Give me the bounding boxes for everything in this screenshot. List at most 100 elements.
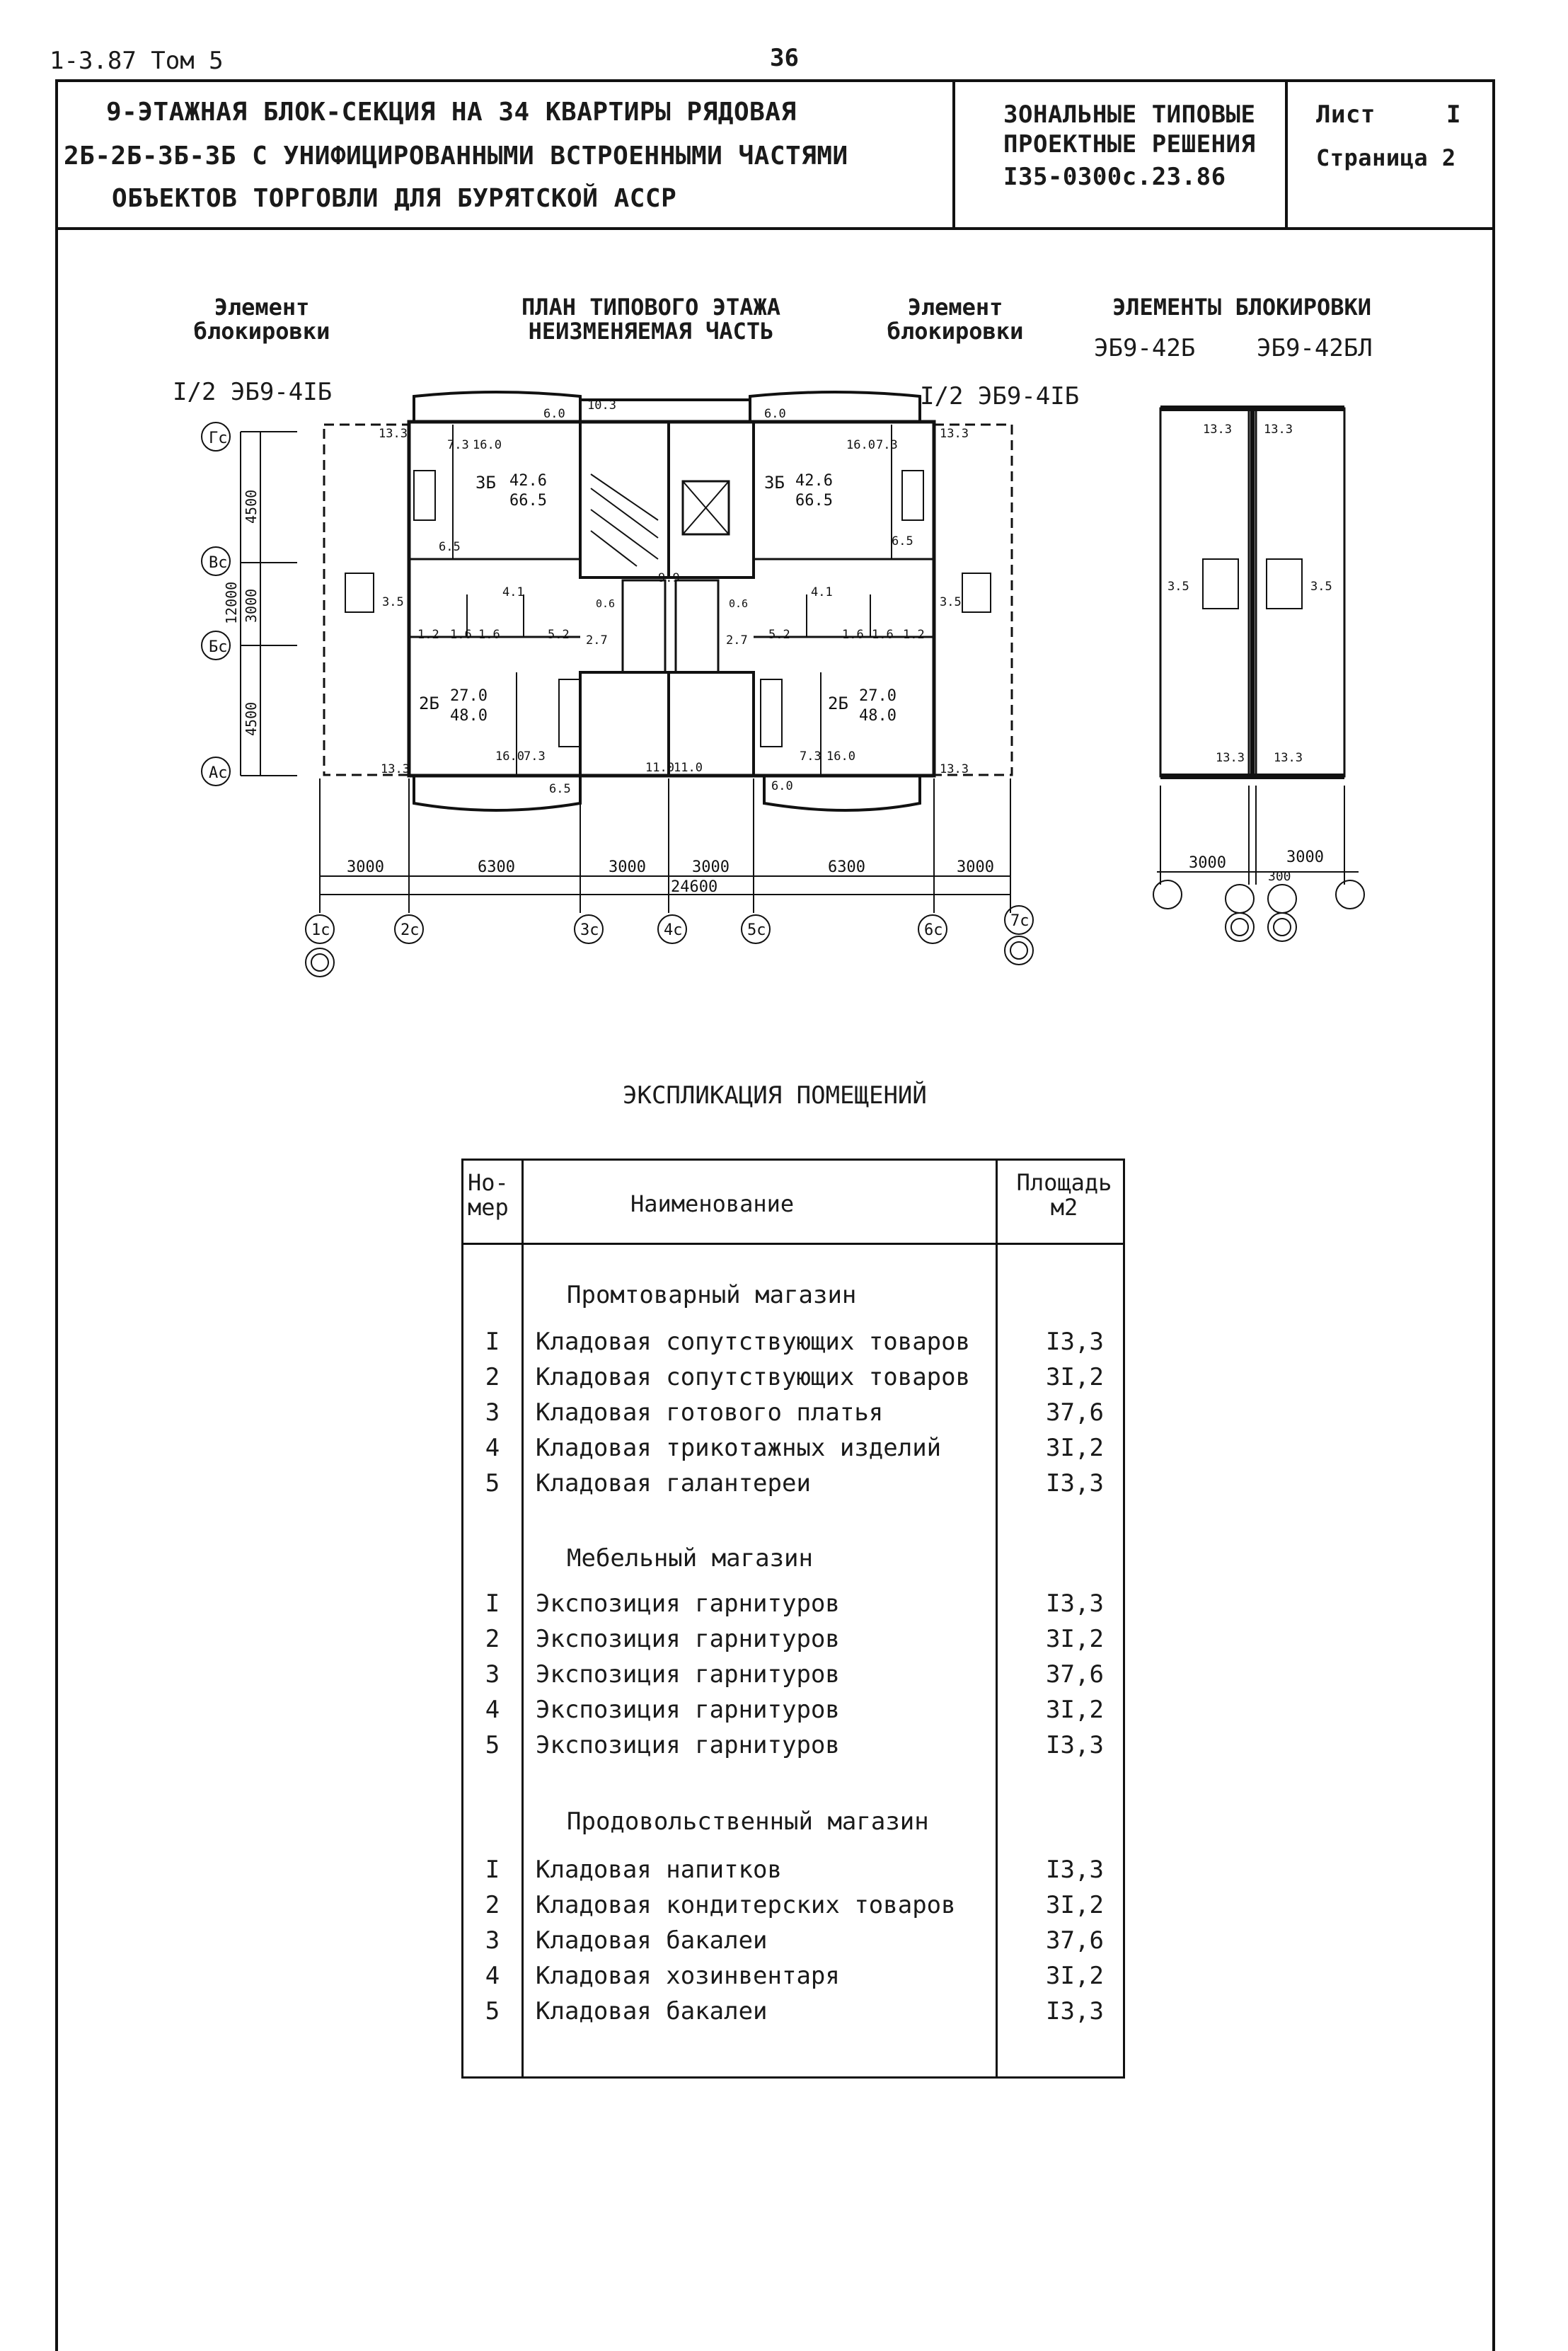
table-cell: I3,3 [1046, 1590, 1104, 1618]
right-blocking-outline [933, 423, 1013, 776]
area-label: 1.6 [478, 628, 500, 642]
area-label: 13.3 [940, 427, 969, 441]
area-label: 13.3 [381, 762, 410, 776]
table-cell: Кладовая кондитерских товаров [536, 1891, 956, 1919]
title-line-3: ОБЪЕКТОВ ТОРГОВЛИ ДЛЯ БУРЯТСКОЙ АССР [112, 184, 677, 213]
axis-row-bubble-4 [201, 757, 231, 786]
floor-plan: Гс Вс Бс Ас 1с 2с 3с 4с 5с 6с 7с 4500 30… [201, 391, 1365, 977]
table-cell: Кладовая сопутствующих товаров [536, 1328, 971, 1356]
area-label: 16.0 [846, 438, 875, 452]
table-cell: I3,3 [1046, 1328, 1104, 1356]
axis-col-2: 2с [400, 921, 420, 939]
area-label: 9.9 [658, 571, 680, 585]
plan-line [345, 573, 374, 613]
plan-line [311, 953, 329, 972]
plan-line [1010, 941, 1028, 960]
area-label: 13.3 [1216, 751, 1245, 765]
area-label: 3.5 [1310, 580, 1332, 594]
plan-line [558, 679, 581, 747]
title-line-1: 9-ЭТАЖНАЯ БЛОК-СЕКЦИЯ НА 34 КВАРТИРЫ РЯД… [106, 98, 797, 127]
area-label: 11.0 [674, 761, 703, 775]
col-separator-number [521, 1161, 524, 2076]
area-label: 7.3 [876, 438, 898, 452]
table-cell: Экспозиция гарнитуров [536, 1696, 840, 1724]
apt-bottom-right-type: 2Б [828, 694, 848, 713]
axis-row-bubble-1 [201, 422, 231, 452]
table-cell: I3,3 [1046, 1997, 1104, 2025]
left-element-label: Элемент блокировки [193, 294, 330, 345]
plan-line [305, 948, 335, 977]
blocking-dim-2: 3000 [1286, 849, 1324, 866]
axis-col-7: 7с [1010, 912, 1030, 930]
table-cell: I [485, 1856, 500, 1884]
vdim-3: 4500 [243, 702, 260, 736]
table-cell: 3I,2 [1046, 1625, 1104, 1653]
table-cell: 3I,2 [1046, 1962, 1104, 1990]
table-cell: Кладовая готового платья [536, 1398, 884, 1427]
area-label: 7.3 [447, 438, 469, 452]
table-row: 2 Экспозиция гарнитуров 3I,2 [463, 1625, 1123, 1660]
table-cell: 37,6 [1046, 1660, 1104, 1689]
table-cell: 3 [485, 1660, 500, 1689]
bottom-balcony-left [413, 776, 582, 812]
axis-col-bubble-4 [657, 914, 687, 944]
axis-col-6: 6с [924, 921, 943, 939]
axis-row-1: Гс [209, 430, 228, 447]
area-label: 3.5 [1168, 580, 1189, 594]
plan-line [1225, 884, 1255, 914]
plan-line [1266, 558, 1303, 609]
table-cell: Кладовая бакалеи [536, 1997, 768, 2025]
area-label: 5.2 [548, 628, 570, 642]
left-element-code: I/2 ЭБ9-4IБ [173, 378, 333, 406]
plan-line [1273, 918, 1291, 936]
group-title: Промтоварный магазин [567, 1281, 857, 1309]
table-cell: 37,6 [1046, 1398, 1104, 1427]
hdim-3: 3000 [609, 858, 646, 876]
blocking-left-code: ЭБ9-42Б [1094, 334, 1196, 362]
plan-line [1267, 884, 1297, 914]
header-separator [463, 1243, 1123, 1245]
table-cell: I3,3 [1046, 1856, 1104, 1884]
axis-col-5: 5с [747, 921, 766, 939]
plan-title: ПЛАН ТИПОВОГО ЭТАЖА НЕИЗМЕНЯЕМАЯ ЧАСТЬ [521, 294, 781, 345]
area-label: 13.3 [379, 427, 408, 441]
title-line-2: 2Б-2Б-3Б-3Б С УНИФИЦИРОВАННЫМИ ВСТРОЕННЫ… [64, 142, 848, 171]
axis-row-bubble-2 [201, 546, 231, 576]
plan-line [1153, 880, 1182, 909]
table-cell: Экспозиция гарнитуров [536, 1625, 840, 1653]
group-title: Продовольственный магазин [567, 1807, 929, 1836]
table-cell: 3 [485, 1398, 500, 1427]
area-label: 10.3 [587, 398, 616, 413]
table-cell: 3I,2 [1046, 1696, 1104, 1724]
page-label: Страница 2 [1316, 144, 1456, 171]
plan-line [201, 391, 1365, 977]
table-cell: I [485, 1590, 500, 1618]
area-label: 2.7 [726, 633, 748, 648]
hdim-2: 6300 [478, 858, 515, 876]
elevator-right [674, 579, 720, 674]
hdim-6: 3000 [957, 858, 994, 876]
lift-shaft [681, 480, 730, 536]
code-line-3: I35-0300с.23.86 [1003, 163, 1226, 191]
area-label: 3.5 [382, 595, 404, 609]
area-label: 5.2 [768, 628, 790, 642]
sheet-cell: Лист I Страница 2 [1285, 79, 1495, 227]
plan-line [1004, 936, 1034, 965]
table-cell: 4 [485, 1962, 500, 1990]
sheet-value: I [1446, 100, 1461, 129]
area-label: 13.3 [1203, 423, 1232, 437]
right-element-code: I/2 ЭБ9-4IБ [920, 382, 1080, 410]
blocking-right-code: ЭБ9-42БЛ [1257, 334, 1373, 362]
explication-table: Но- мер Наименование Площадь м2 Промтова… [461, 1159, 1125, 2079]
area-label: 16.0 [495, 749, 524, 764]
table-cell: 2 [485, 1625, 500, 1653]
apt-top-left-total: 66.5 [509, 492, 547, 510]
area-label: 1.6 [842, 628, 864, 642]
